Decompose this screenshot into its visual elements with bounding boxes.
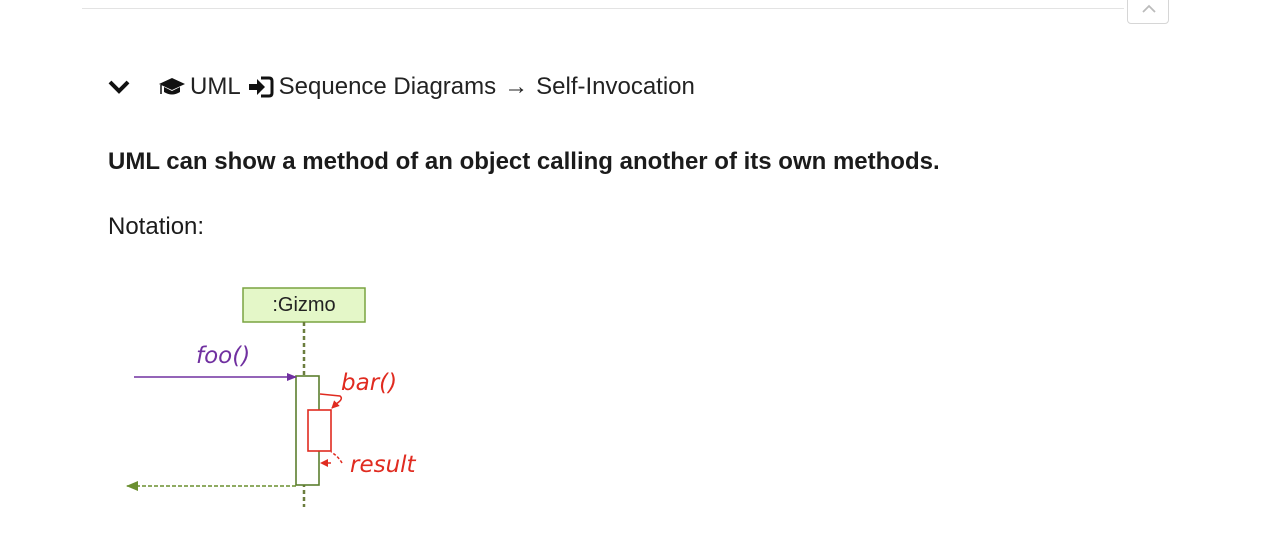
object-box bbox=[242, 287, 366, 323]
breadcrumb-self-invocation: Self-Invocation bbox=[536, 73, 695, 100]
self-call-label: bar() bbox=[341, 370, 397, 396]
self-return-arrow bbox=[330, 451, 343, 464]
chevron-down-icon bbox=[108, 80, 130, 94]
return-label: result bbox=[350, 452, 417, 478]
graduation-cap-icon bbox=[158, 76, 186, 98]
sign-in-icon bbox=[247, 75, 275, 99]
object-label: :Gizmo bbox=[272, 294, 335, 316]
inner-activation-bar bbox=[307, 409, 332, 452]
chevron-up-icon bbox=[1142, 4, 1156, 13]
section-heading: UML Sequence Diagrams → Self-Invocation bbox=[108, 70, 695, 104]
notation-label: Notation: bbox=[108, 213, 205, 240]
scroll-to-top-button[interactable] bbox=[1127, 0, 1169, 24]
breadcrumb-separator: → bbox=[504, 73, 529, 100]
call-label: foo() bbox=[196, 343, 250, 369]
collapse-toggle-button[interactable] bbox=[108, 74, 134, 100]
top-divider bbox=[82, 8, 1124, 9]
lead-paragraph: UML can show a method of an object calli… bbox=[108, 148, 940, 175]
self-call-arrow bbox=[319, 393, 343, 409]
breadcrumb-uml: UML bbox=[190, 73, 241, 100]
breadcrumb-sequence-diagrams: Sequence Diagrams bbox=[278, 73, 497, 100]
